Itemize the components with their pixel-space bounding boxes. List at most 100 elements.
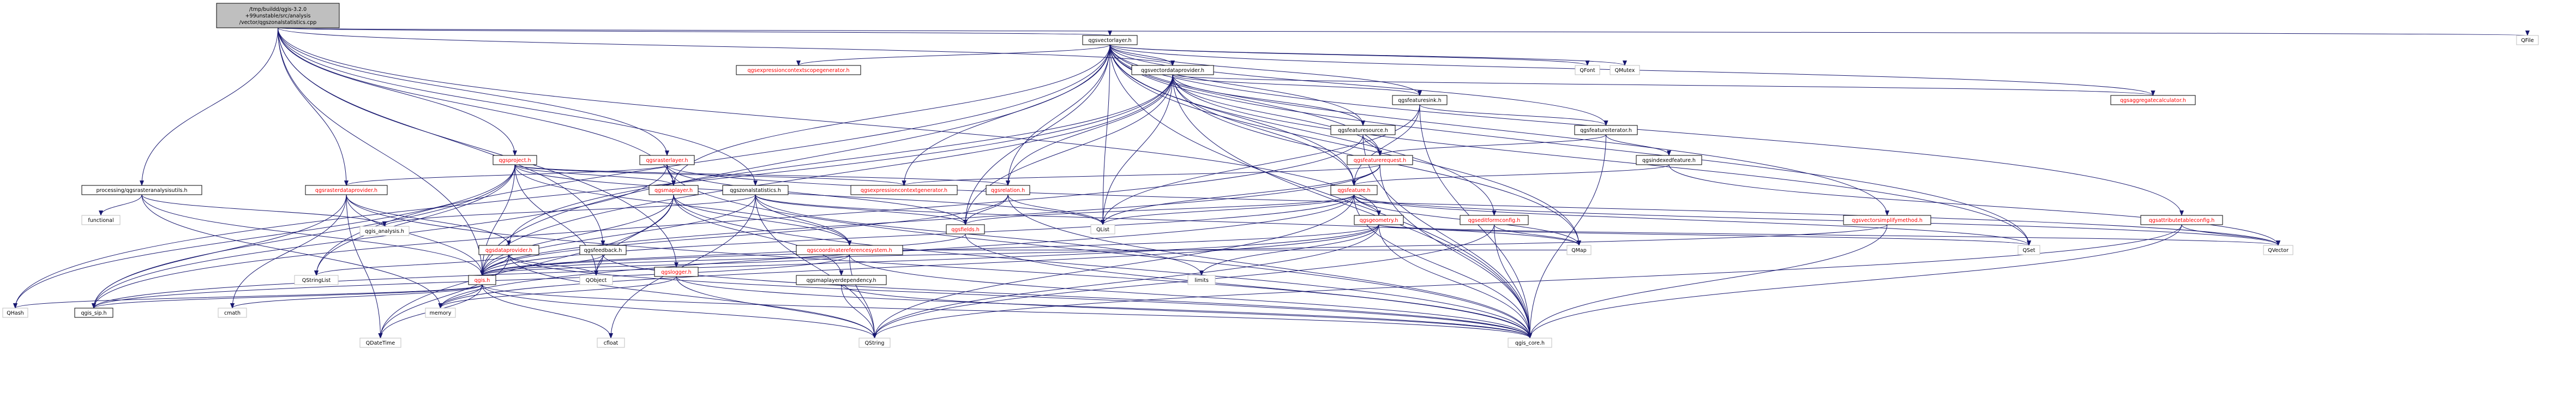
node-qgscoordinatereferencesystem[interactable]: qgscoordinatereferencesystem.h [796,245,903,255]
edge-qgsrasterdataprovider-to-qdatetime [346,194,383,339]
edge-qgsrasterdataprovider-to-qgsdataprovider [346,194,511,246]
edge-qgsvectordataprovider-to-qgis_core [1172,74,1532,339]
edge-qgsvectordataprovider-to-qgsfeature [1172,74,1356,186]
node-label: qgis.h [475,278,490,284]
node-qgsindexedfeature[interactable]: qgsindexedfeature.h [1636,155,1702,165]
edge-qgszonalstatistics-to-qgsfields [755,194,968,225]
edge-qgis-to-qstring [482,284,877,339]
node-qgsrasterdataprovider[interactable]: qgsrasterdataprovider.h [305,185,388,195]
node-label: QList [1096,227,1109,233]
node-qgsvectorlayer[interactable]: qgsvectorlayer.h [1082,35,1138,45]
node-root[interactable]: /tmp/buildd/qgis-3.2.0+99unstable/src/an… [216,3,340,28]
node-qgis-sip[interactable]: qgis_sip.h [74,308,113,318]
node-label: qgsvectorsimplifymethod.h [1852,218,1923,224]
node-label: QVector [2268,248,2289,254]
node-label: QHash [7,310,23,316]
node-qgsfeature[interactable]: qgsfeature.h [1330,185,1378,195]
node-qgsfeatureiterator[interactable]: qgsfeatureiterator.h [1574,125,1638,135]
edge-qgsproject-to-qgsmaplayer [514,164,676,186]
node-qgsmaplayerdependency[interactable]: qgsmaplayerdependency.h [796,275,887,285]
edge-qgsgeometry-to-qgis_sip [92,224,1379,309]
edge-qgsmaplayerdependency-to-qgis_core [841,284,1532,339]
node-qgsrelation[interactable]: qgsrelation.h [986,185,1030,195]
node-qgsdataprovider[interactable]: qgsdataprovider.h [478,245,539,255]
edge-qgsfeature-to-qvector [1354,194,2280,246]
node-box [1347,155,1413,165]
node-label: qgsfeaturesource.h [1338,128,1388,134]
node-box [493,155,537,165]
edge-qgsvectorlayer-to-qmutex [1109,44,1627,66]
node-box [1131,65,1214,75]
node-qgsfeaturesource[interactable]: qgsfeaturesource.h [1330,125,1396,135]
edge-processing-to-memory [141,194,443,309]
node-qgsvectorsimplifymethod[interactable]: qgsvectorsimplifymethod.h [1843,215,1931,225]
node-label: qgis_core.h [1515,340,1545,346]
edge-qgszonalstatistics-to-cfloat [609,194,756,339]
node-label: qgsexpressioncontextscopegenerator.h [748,68,850,74]
node-box [946,224,985,234]
edge-qgsvectordataprovider-to-qset [1172,74,2031,246]
edge-root-to-qgsvectorlayer [278,27,1111,36]
node-label: qgsfeatureiterator.h [1580,128,1632,134]
node-box [218,308,247,318]
node-box [1574,125,1638,135]
node-label: QObject [586,278,607,284]
node-label: cfloat [604,340,619,346]
node-box [359,226,410,236]
node-qgsattributetableconfig[interactable]: qgsattributetableconfig.h [2140,215,2223,225]
node-label: qgslogger.h [661,269,691,275]
node-box [1082,35,1138,45]
edge-qgsattributetableconfig-to-qstring [872,224,2182,339]
node-qgseditformconfig[interactable]: qgseditformconfig.h [1460,215,1529,225]
node-limits: limits [1187,275,1216,285]
edge-qgsproject-to-qstringlist [314,164,515,276]
edge-qgsvectorlayer-to-qgsexpressioncontextscopegenerator [796,44,1110,66]
node-qgsvectordataprovider[interactable]: qgsvectordataprovider.h [1131,65,1214,75]
edge-qgis-to-qgis_sip [92,284,483,309]
edge-layer [13,27,2528,339]
edge-qgsvectorlayer-to-qgis [480,44,1110,276]
node-qhash: QHash [2,308,28,318]
node-qdatetime: QDateTime [359,338,401,348]
edge-root-to-processing [140,27,278,186]
node-box [579,245,627,255]
node-label: +99unstable/src/analysis [245,13,311,19]
edge-qgsvectorlayer-to-qgsfeaturesink [1109,44,1422,96]
node-qgis[interactable]: qgis.h [468,275,496,285]
edge-qgsvectorlayer-to-qgsattributetableconfig [1109,44,2184,216]
node-label: qgsrasterlayer.h [646,158,688,164]
node-qgsfeaturerequest[interactable]: qgsfeaturerequest.h [1347,155,1413,165]
node-qgsexpressioncontextscopegenerator[interactable]: qgsexpressioncontextscopegenerator.h [736,65,861,75]
edge-qgsvectorlayer-to-qgsfeatureiterator [1109,44,1608,126]
node-box [597,338,625,348]
node-qgsexpressioncontextgenerator[interactable]: qgsexpressioncontextgenerator.h [850,185,958,195]
node-label: qgszonalstatistics.h [730,188,781,194]
node-label: limits [1194,278,1209,284]
node-label: qgsexpressioncontextgenerator.h [861,188,947,194]
node-qgsproject[interactable]: qgsproject.h [493,155,537,165]
node-qgsgeometry[interactable]: qgsgeometry.h [1354,215,1404,225]
edge-qgsrasterlayer-to-qvector [666,164,2280,246]
node-qlist: QList [1090,224,1115,234]
node-qgsfeaturesink[interactable]: qgsfeaturesink.h [1392,95,1448,105]
edge-processing-to-qgis [141,194,484,276]
node-box [639,155,695,165]
edge-qgsmaplayer-to-qobject [594,194,674,276]
node-box [858,338,891,348]
node-qgslogger[interactable]: qgslogger.h [654,267,699,277]
edge-qgsvectorsimplifymethod-to-qgis_core [1528,224,1888,339]
node-label: qgseditformconfig.h [1468,218,1521,224]
edge-qgsrasterdataprovider-to-cmath [230,194,347,309]
edge-qgszonalstatistics-to-qgis [480,194,756,276]
node-qgszonalstatistics[interactable]: qgszonalstatistics.h [722,185,789,195]
edge-qgsmaplayerdependency-to-qstring [841,284,877,339]
node-qgsmaplayer[interactable]: qgsmaplayer.h [648,185,699,195]
edge-qgsfeaturesink-to-qgsfeatureiterator [1419,104,1608,126]
edge-qgsrelation-to-qgsfields [963,194,1008,225]
node-qgsrasterlayer[interactable]: qgsrasterlayer.h [639,155,695,165]
node-qgsfeedback[interactable]: qgsfeedback.h [579,245,627,255]
node-qgsfields[interactable]: qgsfields.h [946,224,985,234]
edge-qgsvectordataprovider-to-qgsdataprovider [507,74,1173,246]
node-qgsaggregatecalculator[interactable]: qgsaggregatecalculator.h [2110,95,2196,105]
node-processing[interactable]: processing/qgsrasteranalysisutils.h [81,185,202,195]
